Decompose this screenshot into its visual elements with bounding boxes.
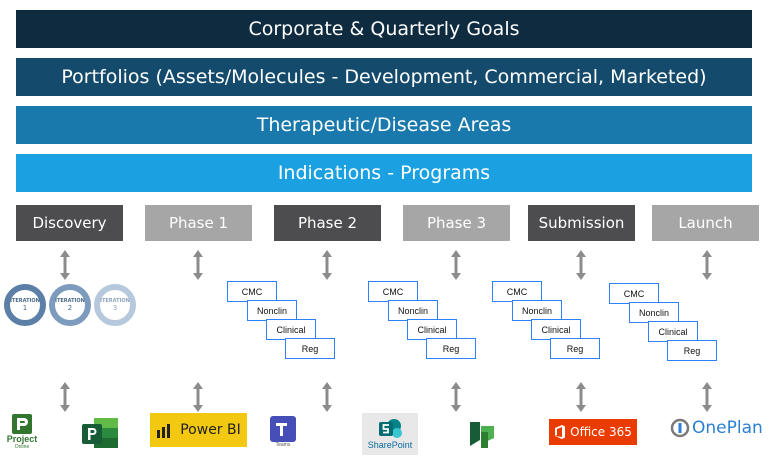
band-corporate-goals: Corporate & Quarterly Goals (16, 10, 752, 48)
sharepoint-icon (379, 419, 402, 438)
band-indications-programs: Indications - Programs (16, 154, 752, 192)
planner-logo (468, 420, 496, 450)
band-label: Corporate & Quarterly Goals (248, 18, 520, 40)
double-arrow-icon (193, 382, 203, 412)
double-arrow-icon (576, 382, 586, 412)
double-arrow-icon (322, 382, 332, 412)
oneplan-label: OnePlan (692, 418, 763, 438)
workstream-label: Clinical (417, 324, 447, 335)
teams-logo: Teams (268, 416, 298, 448)
band-label: Therapeutic/Disease Areas (256, 114, 512, 136)
workstream-label: Reg (683, 345, 701, 356)
double-arrow-icon (576, 250, 586, 280)
iteration-title: ITERATION (10, 298, 40, 304)
workstream-label: Nonclin (397, 305, 428, 316)
workstream-label: Nonclin (256, 305, 287, 316)
power-bi-logo: Power BI (150, 413, 247, 447)
workstream-label: CMC (623, 288, 645, 299)
iteration-cycle-1: ITERATION 1 (4, 284, 46, 326)
band-portfolios: Portfolios (Assets/Molecules - Developme… (16, 58, 752, 96)
stage-launch: Launch (652, 205, 759, 241)
workstream-reg: Reg (285, 338, 335, 359)
office365-icon (555, 425, 566, 439)
double-arrow-icon (702, 250, 712, 280)
oneplan-logo: OnePlan (670, 418, 763, 438)
workstream-label: Nonclin (521, 305, 552, 316)
workstream-label: Reg (566, 343, 584, 354)
workstream-clinical: Clinical (531, 319, 581, 340)
workstream-clinical: Clinical (407, 319, 457, 340)
double-arrow-icon (451, 250, 461, 280)
double-arrow-icon (702, 382, 712, 412)
power-bi-icon (157, 424, 171, 438)
sharepoint-logo: SharePoint (362, 413, 418, 455)
workstream-nonclin: Nonclin (247, 300, 297, 321)
workstream-clinical: Clinical (648, 321, 698, 342)
iteration-title: ITERATION (55, 298, 85, 304)
workstream-reg: Reg (667, 340, 717, 361)
stage-phase-2: Phase 2 (274, 205, 381, 241)
band-label: Portfolios (Assets/Molecules - Developme… (61, 66, 707, 88)
stage-phase-3: Phase 3 (403, 205, 510, 241)
workstream-label: Nonclin (638, 307, 669, 318)
double-arrow-icon (322, 250, 332, 280)
workstream-label: Reg (442, 343, 460, 354)
band-therapeutic-areas: Therapeutic/Disease Areas (16, 106, 752, 144)
stage-label: Discovery (32, 214, 107, 232)
workstream-cmc: CMC (609, 283, 659, 304)
teams-icon (270, 416, 296, 442)
microsoft-project-logo (80, 416, 120, 450)
workstream-label: Clinical (541, 324, 571, 335)
workstream-nonclin: Nonclin (512, 300, 562, 321)
workstream-label: Clinical (658, 326, 688, 337)
workstream-clinical: Clinical (266, 319, 316, 340)
office365-logo: Office 365 (549, 419, 637, 445)
band-label: Indications - Programs (277, 162, 491, 184)
planner-icon (470, 422, 494, 448)
iteration-cycle-3: ITERATION 3 (94, 284, 136, 326)
workstream-label: CMC (241, 286, 263, 297)
iteration-number: 2 (67, 304, 73, 312)
teams-label: Teams (275, 442, 291, 448)
iteration-number: 3 (112, 304, 118, 312)
workstream-label: CMC (382, 286, 404, 297)
sharepoint-label: SharePoint (367, 440, 413, 450)
stage-label: Launch (678, 214, 733, 232)
double-arrow-icon (60, 382, 70, 412)
stage-discovery: Discovery (16, 205, 123, 241)
double-arrow-icon (60, 250, 70, 280)
workstream-nonclin: Nonclin (629, 302, 679, 323)
workstream-cmc: CMC (227, 281, 277, 302)
workstream-reg: Reg (550, 338, 600, 359)
workstream-label: CMC (506, 286, 528, 297)
project-online-title: Project (6, 434, 38, 444)
workstream-reg: Reg (426, 338, 476, 359)
power-bi-label: Power BI (180, 422, 241, 438)
project-online-subtitle: Online (14, 444, 30, 450)
stage-label: Phase 2 (297, 214, 358, 232)
stage-phase-1: Phase 1 (145, 205, 252, 241)
stage-label: Phase 1 (168, 214, 229, 232)
project-online-logo: Project Online (4, 414, 40, 450)
iteration-number: 1 (22, 304, 28, 312)
iteration-title: ITERATION (100, 298, 130, 304)
stage-label: Phase 3 (426, 214, 487, 232)
iteration-cycle-2: ITERATION 2 (49, 284, 91, 326)
workstream-label: Clinical (276, 324, 306, 335)
project-online-icon (12, 414, 32, 434)
double-arrow-icon (451, 382, 461, 412)
stage-label: Submission (538, 214, 625, 232)
double-arrow-icon (193, 250, 203, 280)
workstream-cmc: CMC (368, 281, 418, 302)
office365-label: Office 365 (570, 425, 632, 439)
workstream-label: Reg (301, 343, 319, 354)
stage-submission: Submission (528, 205, 635, 241)
workstream-nonclin: Nonclin (388, 300, 438, 321)
oneplan-icon (670, 418, 690, 438)
workstream-cmc: CMC (492, 281, 542, 302)
microsoft-project-icon (82, 418, 118, 448)
